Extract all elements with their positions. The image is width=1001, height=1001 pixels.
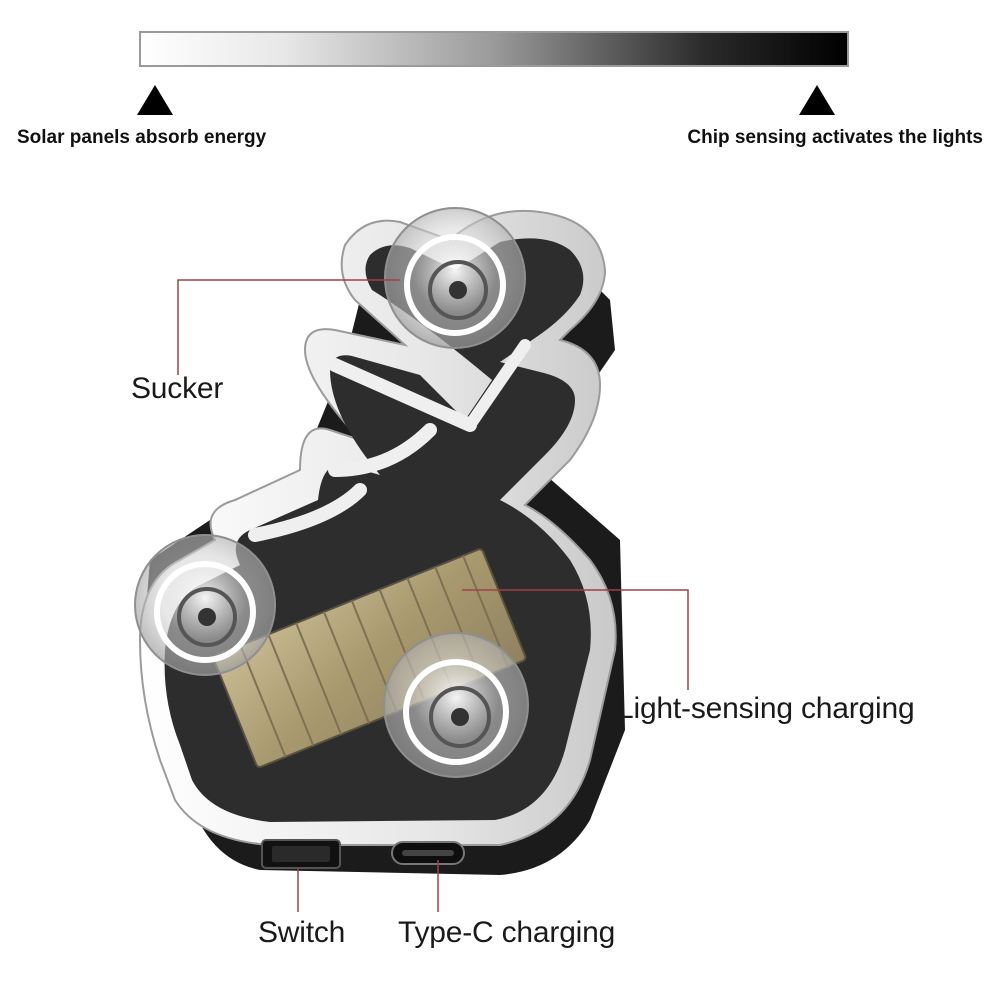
leader-lines <box>177 279 689 912</box>
chip-sensing-label: Chip sensing activates the lights <box>687 127 983 148</box>
switch-label: Switch <box>258 916 346 949</box>
light-sensing-label: Light-sensing charging <box>617 692 915 725</box>
suction-cup-bottom <box>383 632 529 778</box>
left-pointer-icon <box>137 85 173 115</box>
type-c-label: Type-C charging <box>398 916 616 949</box>
suction-cup-top <box>384 207 526 349</box>
switch-port <box>261 839 341 869</box>
right-pointer-icon <box>799 85 835 115</box>
suction-cup-left <box>134 534 276 676</box>
type-c-port <box>391 841 465 865</box>
solar-absorb-label: Solar panels absorb energy <box>17 127 267 148</box>
sucker-label: Sucker <box>131 372 224 405</box>
energy-gradient-bar <box>139 31 849 67</box>
sucker-leader-line <box>177 279 400 375</box>
light-sensing-leader-line <box>462 589 689 690</box>
